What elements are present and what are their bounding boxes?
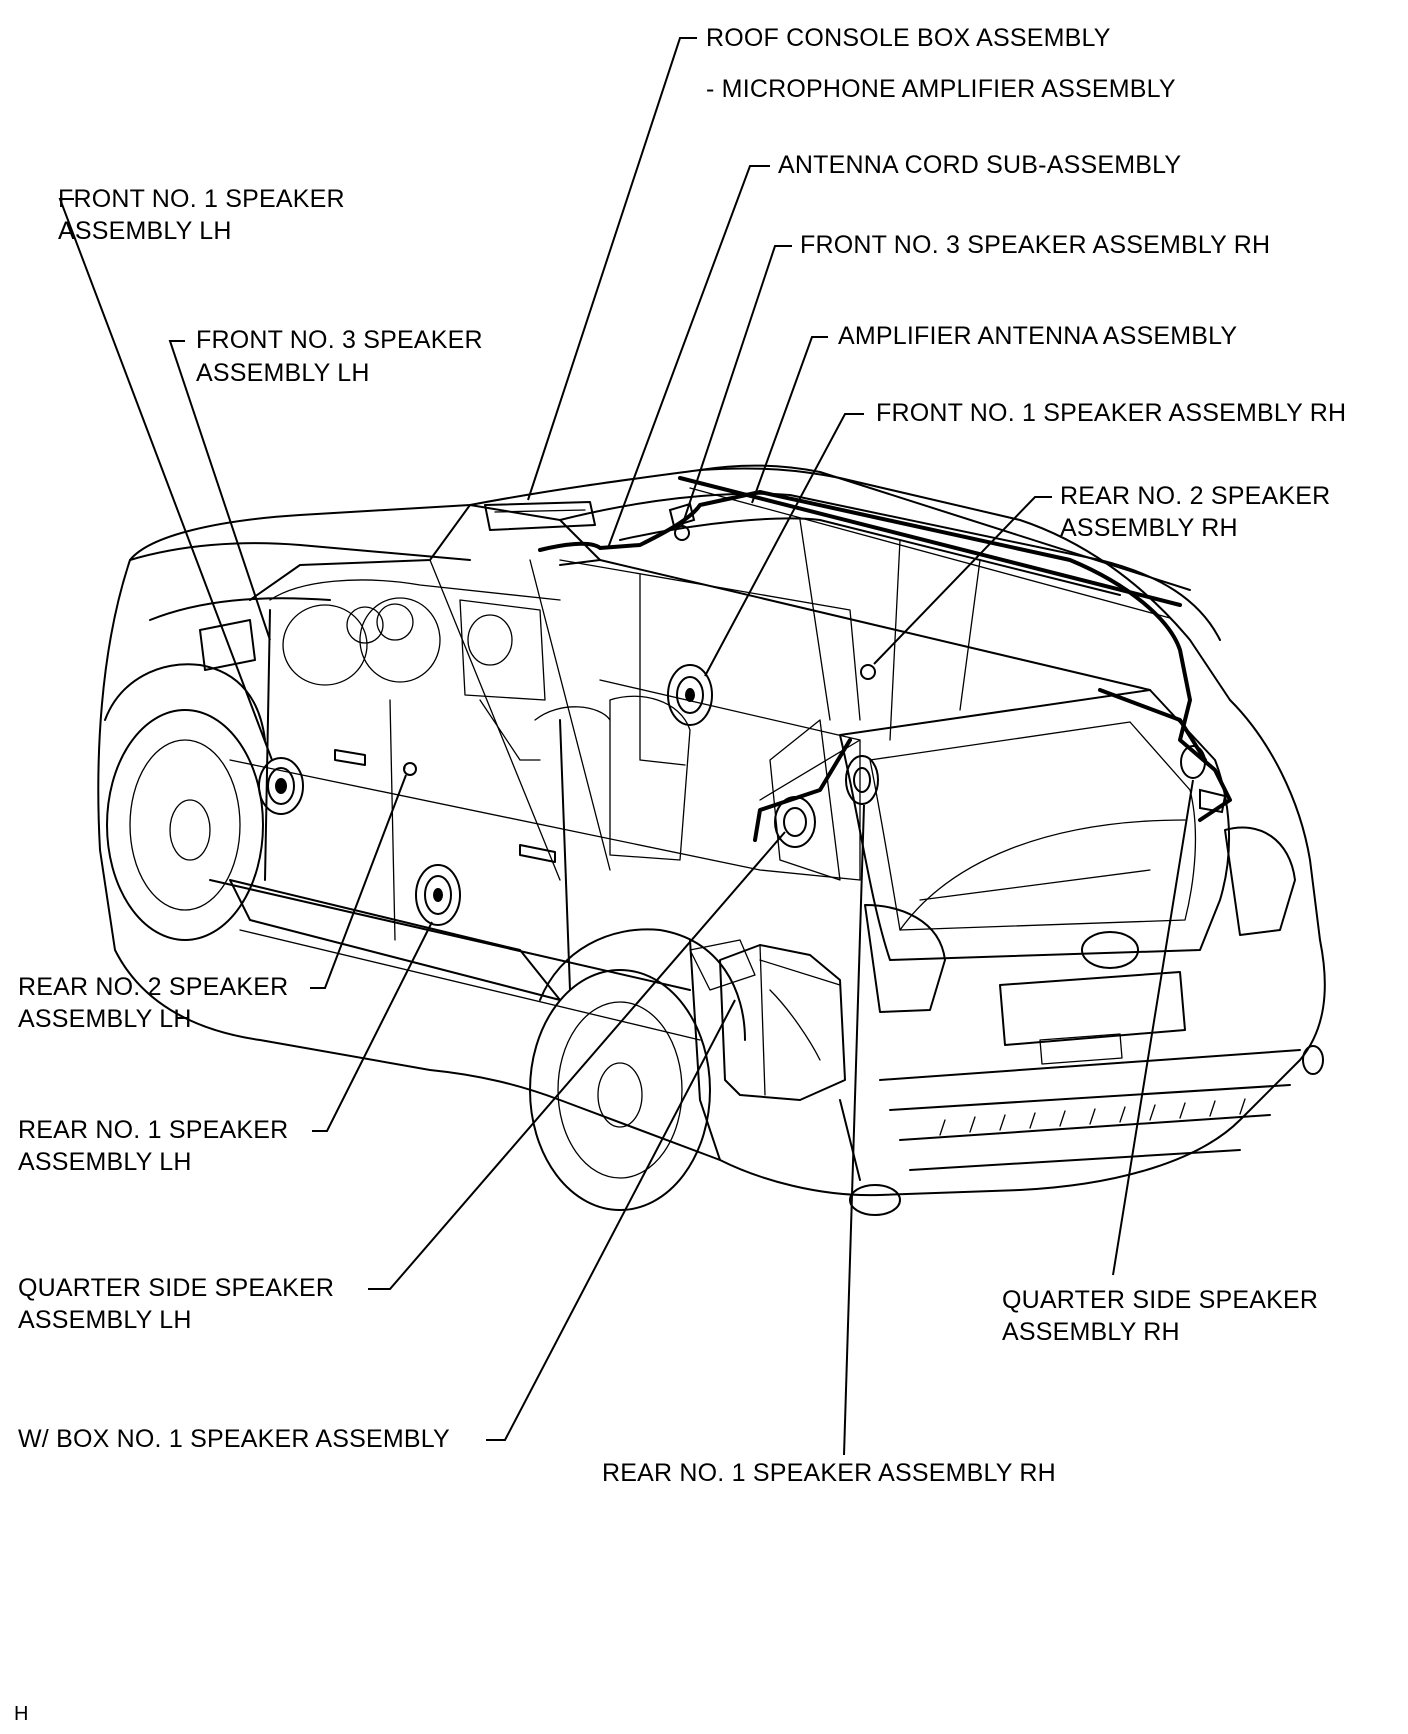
speaker-parts (258, 502, 1227, 926)
leader-quarter-rh (1112, 779, 1194, 1276)
leader-quarter-lh (368, 831, 786, 1290)
label-roof-console: ROOF CONSOLE BOX ASSEMBLY (706, 24, 1111, 52)
leader-antenna-cord (607, 165, 770, 549)
label-rear1-lh-line1: REAR NO. 1 SPEAKER (18, 1116, 289, 1144)
leader-roof-console (527, 37, 697, 501)
label-front1-lh-line1: FRONT NO. 1 SPEAKER (58, 185, 345, 213)
leader-rear2-lh (310, 774, 407, 989)
leader-rear2-rh (873, 496, 1052, 665)
label-rear2-rh-line1: REAR NO. 2 SPEAKER (1060, 482, 1331, 510)
corner-mark: H (14, 1703, 29, 1725)
label-quarter-rh-line1: QUARTER SIDE SPEAKER (1002, 1286, 1319, 1314)
label-front3-rh: FRONT NO. 3 SPEAKER ASSEMBLY RH (800, 231, 1271, 259)
leader-box1 (486, 999, 736, 1441)
label-rear2-rh-line2: ASSEMBLY RH (1060, 514, 1238, 542)
label-front3-lh-line2: ASSEMBLY LH (196, 359, 370, 387)
leader-front1-lh (58, 198, 273, 761)
leader-front3-rh (681, 245, 792, 527)
label-antenna-cord: ANTENNA CORD SUB-ASSEMBLY (778, 151, 1182, 179)
label-rear1-rh: REAR NO. 1 SPEAKER ASSEMBLY RH (602, 1459, 1056, 1487)
label-amp-antenna: AMPLIFIER ANTENNA ASSEMBLY (838, 322, 1238, 350)
leader-front1-rh (704, 413, 864, 677)
label-front1-lh-line2: ASSEMBLY LH (58, 217, 232, 245)
leader-rear1-rh (843, 804, 865, 1456)
label-rear2-lh-line2: ASSEMBLY LH (18, 1005, 192, 1033)
suv-body (97, 464, 1326, 1216)
leader-rear1-lh (312, 921, 433, 1132)
label-rear1-lh-line2: ASSEMBLY LH (18, 1148, 192, 1176)
label-box1-speaker: W/ BOX NO. 1 SPEAKER ASSEMBLY (18, 1425, 450, 1453)
leader-lines (58, 37, 1194, 1456)
label-front1-rh: FRONT NO. 1 SPEAKER ASSEMBLY RH (876, 399, 1347, 427)
label-quarter-lh-line2: ASSEMBLY LH (18, 1306, 192, 1334)
leader-amp-antenna (751, 336, 828, 504)
leader-front3-lh (168, 340, 271, 641)
label-front3-lh-line1: FRONT NO. 3 SPEAKER (196, 326, 483, 354)
label-rear2-lh-line1: REAR NO. 2 SPEAKER (18, 973, 289, 1001)
label-quarter-rh-line2: ASSEMBLY RH (1002, 1318, 1180, 1346)
label-quarter-lh-line1: QUARTER SIDE SPEAKER (18, 1274, 335, 1302)
label-microphone-amplifier: - MICROPHONE AMPLIFIER ASSEMBLY (706, 75, 1176, 103)
